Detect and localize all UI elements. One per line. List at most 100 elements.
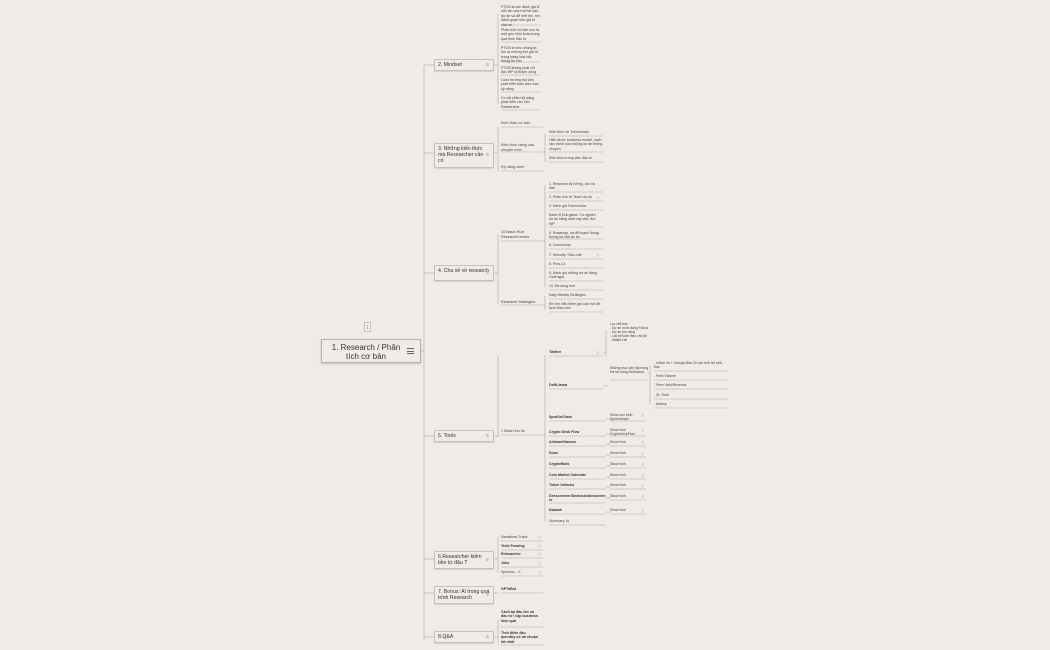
mindset-item[interactable]: PTCB không phải chỉ đọc WP là thành công	[501, 66, 541, 75]
research-rule[interactable]: 10. Đa dạng hóa	[549, 284, 599, 288]
knowledge-basic[interactable]: Kiến thức cơ bản	[501, 121, 541, 126]
tool-note[interactable]: Show còn hình Spotonchain≡	[610, 413, 644, 422]
tool-note-text: Show hình	[610, 451, 627, 455]
defillama-item[interactable]: - Inflow Vo + Omega-flow 2h vào mới Hệ s…	[654, 361, 726, 370]
note-icon[interactable]: ≡	[538, 535, 541, 540]
twitter-notes[interactable]: Lọc viết bao - Dự án mình đang Follow - …	[610, 322, 652, 343]
note-icon[interactable]: ≡	[641, 451, 644, 456]
knowledge-soft[interactable]: Kỹ năng mềm	[501, 165, 541, 170]
note-icon[interactable]: ≡	[641, 483, 644, 488]
earn-item[interactable]: Retroactive≡	[501, 552, 541, 557]
defillama-item[interactable]: - St. Yield	[654, 393, 726, 397]
note-icon[interactable]: ≡	[538, 561, 541, 566]
branch-b8[interactable]: 8.Q&A≡	[434, 631, 494, 644]
research-rule[interactable]: 9. Đánh giá những dự án đang Overhype	[549, 271, 599, 280]
branch-b6[interactable]: 6.Researcher kiếm tiền từ đâu ?≡	[434, 551, 494, 570]
research-rule[interactable]: Đánh lỗ khả game. Cơ nghiên dự án bằng c…	[549, 213, 599, 226]
strategy-item[interactable]: Khi tìm hiểu thêm giá của một đề tạnh th…	[549, 302, 603, 311]
qa-item[interactable]: Cách tại đâu tìm và đầu tư / cập busines…	[501, 610, 541, 623]
note-icon[interactable]: ≡	[596, 195, 599, 200]
research-rule[interactable]: 3. Đánh giá Tokenomics	[549, 204, 599, 208]
defillama-note[interactable]: Những mục cần lập trong khi sử dụng Defi…	[610, 366, 650, 375]
branch-b7[interactable]: 7. Bonus: AI trong quá trình Research≡	[434, 586, 494, 605]
earn-item[interactable]: Narratives Trade≡	[501, 535, 541, 540]
tool-item[interactable]: Arkham/Nansen	[549, 440, 607, 444]
mindset-item[interactable]: PTCB là các đánh giá kĩ mỗi lan của một …	[501, 5, 541, 27]
mindset-item[interactable]: Phân tích cơ bản cho ta một góc nhìn khá…	[501, 28, 541, 41]
tool-item[interactable]: Dexscreener/Dextools/dexscreener	[549, 494, 607, 503]
strategy-item[interactable]: Daily Weekly Strategies	[549, 293, 603, 297]
tool-note[interactable]: Show hình≡	[610, 508, 644, 513]
note-icon[interactable]: ≡	[596, 350, 599, 355]
note-icon[interactable]: ≡	[538, 570, 541, 575]
mindset-item[interactable]: Có rất nhiều kỹ năng phát triển cho mỗi …	[501, 96, 541, 109]
note-icon[interactable]: ≡	[538, 544, 541, 549]
tool-note[interactable]: Show hình≡	[610, 440, 644, 445]
note-icon[interactable]: ≡	[641, 508, 644, 513]
note-icon[interactable]: ≡	[486, 152, 489, 159]
root-collapse-button[interactable]: 1	[364, 322, 371, 332]
knowledge-advanced[interactable]: Kiến thức nâng cao chuyên môn	[501, 143, 541, 152]
knowledge-advanced-item[interactable]: Kiến thức trong việc đầu tư	[549, 156, 603, 160]
defillama-item[interactable]: - Fees Volume	[654, 374, 726, 378]
tools-hub[interactable]: 1 Mạch thu tin	[501, 429, 541, 434]
branch-b4[interactable]: 4. Cha sề về research≡	[434, 265, 494, 281]
ai-item[interactable]: GPTsBot	[501, 587, 541, 591]
defillama-item[interactable]: - Airdrop	[654, 402, 726, 406]
research-rule[interactable]: 5. Roadmap, và để hoạch thông tương lai …	[549, 231, 599, 240]
note-icon[interactable]: ≡	[486, 433, 489, 440]
root-node[interactable]: 1. Research / Phân tích cơ bản	[321, 339, 421, 363]
note-icon[interactable]: ≡	[486, 592, 489, 599]
tool-item[interactable]: Dune	[549, 451, 607, 455]
tool-note[interactable]: Show hình ≡	[610, 451, 644, 456]
qa-item[interactable]: Thời điểm đầu tpendtry có lợi nhuận tốt …	[501, 631, 541, 644]
defillama-item[interactable]: - Fees Yield/Revenue	[654, 383, 726, 387]
mindset-item[interactable]: PTCB là việc chúng ta tìm ra những thứ g…	[501, 46, 541, 64]
note-icon[interactable]: ≡	[641, 462, 644, 467]
note-icon[interactable]: ≡	[596, 231, 599, 236]
tool-twitter[interactable]: Twitter≡	[549, 350, 599, 355]
tool-note[interactable]: Show hình≡	[610, 473, 644, 478]
note-icon[interactable]: ≡	[641, 494, 644, 499]
tool-item[interactable]: Crypto Desk Flow	[549, 430, 607, 434]
research-rule[interactable]: 8. Pros-Cs	[549, 262, 599, 266]
earn-item[interactable]: Jobs≡	[501, 561, 541, 566]
tool-note[interactable]: Show hình≡	[610, 494, 644, 499]
tool-note[interactable]: Show hình≡	[610, 483, 644, 488]
research-rule[interactable]: 7. Security / Bảo mật≡	[549, 253, 599, 258]
note-icon[interactable]: ≡	[486, 634, 489, 641]
note-icon[interactable]: ≡	[486, 557, 489, 564]
knowledge-advanced-item[interactable]: Kiến thức về Tokenomics	[549, 130, 603, 134]
tool-note[interactable]: Show hình≡	[610, 462, 644, 467]
research-basic-label[interactable]: 10 Basic Rule Research/review	[501, 230, 541, 239]
menu-icon[interactable]	[407, 348, 414, 354]
note-icon[interactable]: ≡	[538, 552, 541, 557]
tool-item[interactable]: Dabank	[549, 508, 607, 512]
knowledge-advanced-item[interactable]: Hiểu được business model, cách vận hành …	[549, 138, 603, 151]
research-strategies-label[interactable]: Research Strategies	[501, 300, 543, 305]
branch-b2[interactable]: 2. Mindset≡	[434, 59, 494, 72]
note-icon[interactable]: ≡	[641, 413, 644, 418]
note-icon[interactable]: ≡	[596, 253, 599, 258]
note-icon[interactable]: ≡	[486, 62, 489, 69]
earn-item[interactable]: Sponsor... X≡	[501, 570, 541, 575]
note-icon[interactable]: ≡	[641, 473, 644, 478]
tool-defillama[interactable]: DefiLlama	[549, 383, 599, 388]
note-icon[interactable]: ≡	[641, 428, 644, 433]
note-icon[interactable]: ≡	[486, 270, 489, 276]
note-icon[interactable]: ≡	[641, 440, 644, 445]
tool-item[interactable]: Token Unlocks	[549, 483, 607, 487]
branch-b5[interactable]: 5. Tools≡	[434, 430, 494, 443]
research-rule[interactable]: 6. Community	[549, 243, 599, 247]
branch-b3[interactable]: 3. Những kiến thức mà Researcher cần có≡	[434, 143, 494, 168]
tool-item[interactable]: Summary 1s	[549, 519, 607, 523]
tool-item[interactable]: SpotOnChain	[549, 415, 607, 419]
earn-item[interactable]: Yield Farming≡	[501, 544, 541, 549]
mindset-item[interactable]: Luôn trường bồi việc phát triển toàn diệ…	[501, 78, 541, 91]
research-rule[interactable]: 1. Research kỹ lưỡng, dọc và đào	[549, 182, 599, 191]
knowledge-advanced-item-text: Kiến thức về Tokenomics	[549, 130, 590, 134]
tool-item[interactable]: CryptoRank	[549, 462, 607, 466]
tool-note[interactable]: Show hình CryptoDeskFlow≡	[610, 428, 644, 437]
tool-item[interactable]: Coin Market Calendar	[549, 473, 607, 477]
research-rule[interactable]: 2. Phân tích về Team dự án≡	[549, 195, 599, 200]
